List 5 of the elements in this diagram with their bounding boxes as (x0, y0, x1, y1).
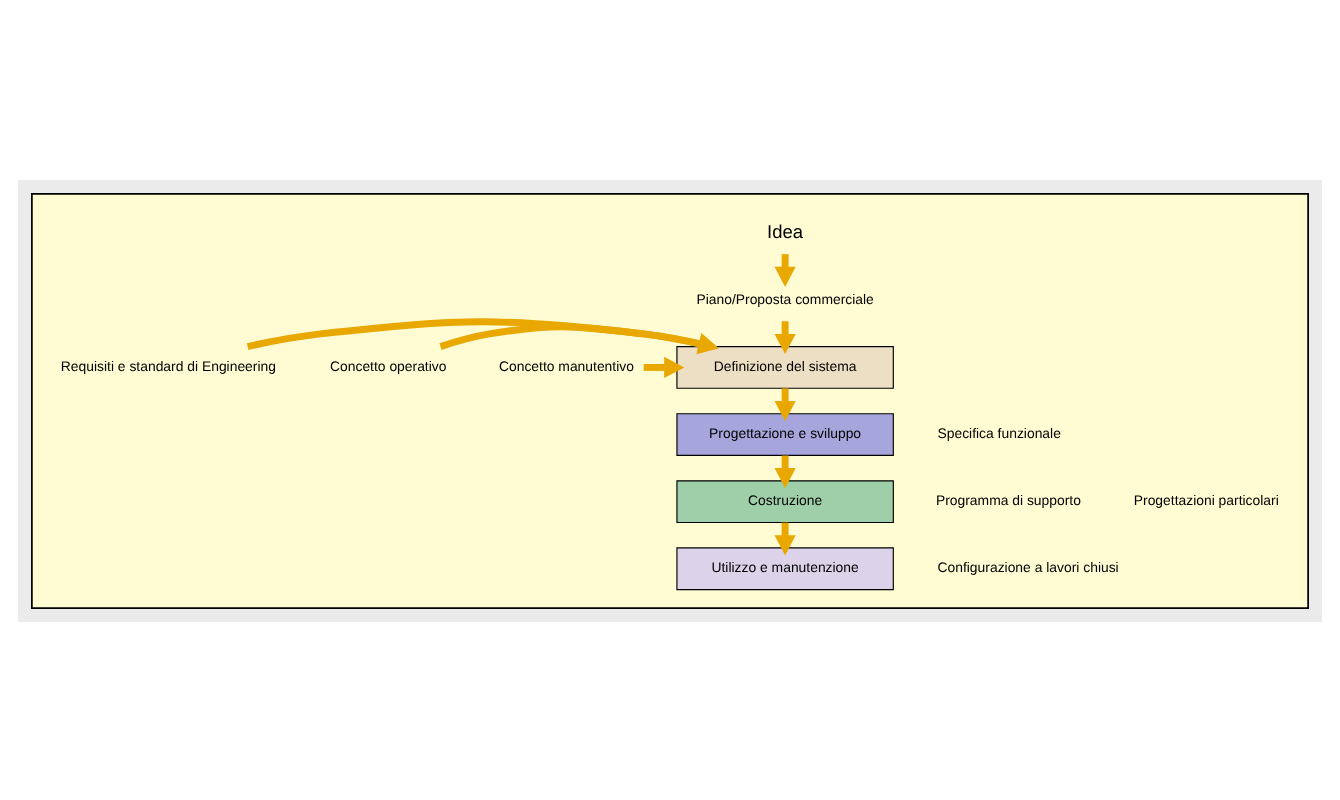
cluster (31, 192, 1309, 608)
arrow (439, 322, 719, 353)
arrow (643, 355, 685, 378)
node-text: Idea (767, 220, 804, 241)
arrow (246, 317, 719, 353)
